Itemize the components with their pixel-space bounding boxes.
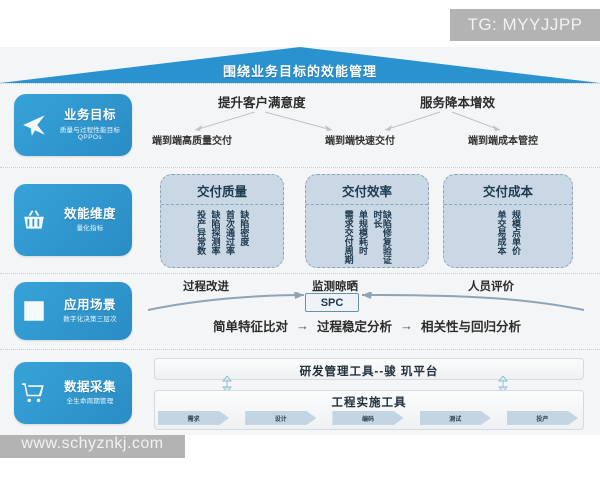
stage-label: 测试 [449,416,462,423]
paper-plane-icon [14,112,54,138]
sidebar-subtitle: 质量与过程性能目标 [59,126,121,134]
dimension-metric-list: 规模点单价 单交易成本 [444,205,572,268]
lifecycle-stage[interactable]: 测试 [419,411,491,425]
tool-bar-label: 研发管理工具--骏 玑平台 [299,365,439,378]
metric-item: 单交易成本 [496,210,507,255]
metric-item: 单规模耗时 [358,210,368,255]
dimension-title: 交付成本 [444,175,572,205]
lifecycle-stage[interactable]: 设计 [245,411,317,425]
flow-step-1: 过程稳定分析 [316,320,392,334]
basket-icon [14,207,54,233]
sidebar-title: 业务目标 [63,108,116,123]
metric-item: 投产异常数 [196,210,207,255]
goal-sub-0: 端到端高质量交付 [152,136,232,147]
metric-item: 规模点单价 [510,210,521,255]
row-data-collection: 数据采集 全生命周期管理 研发管理工具--骏 玑平台 工程实施工具 需求 设计 … [0,349,600,436]
banner-title: 围绕业务目标的效能管理 [222,64,377,79]
dimension-metric-list: 缺陷修复验证时长 单规模耗时 需求交付周期 [306,205,428,268]
metric-item: 需求交付周期 [343,210,354,264]
tool-bar-label: 工程实施工具 [331,397,407,409]
telegram-watermark: TG: MYYJJPP [450,9,600,41]
lifecycle-stage[interactable]: 投产 [506,411,579,425]
goal-sub-2: 端到端成本管控 [468,136,538,147]
dimension-card-cost[interactable]: 交付成本 规模点单价 单交易成本 [443,174,573,268]
metric-item: 缺陷探测率 [210,210,221,255]
diagram-board: 围绕业务目标的效能管理 业务目标 质量与过程性能目标 QPPOs 提升客户满意度… [0,47,600,435]
scene-label-1: 监测晾晒 [312,281,358,293]
double-arrow-icon [222,376,232,392]
sidebar-title: 效能维度 [63,207,116,222]
goal-sub-1: 端到端快速交付 [325,136,395,147]
scene-label-0: 过程改进 [183,281,229,293]
sidebar-subtitle: 数字化决策三层次 [63,316,117,324]
sidebar-item-business-goals[interactable]: 业务目标 质量与过程性能目标 QPPOs [14,94,132,156]
goal-headline-1: 服务降本增效 [420,96,496,110]
double-arrow-icon [498,376,508,392]
sidebar-item-efficiency-dimensions[interactable]: 效能维度 量化指标 [14,184,132,256]
stage-label: 设计 [274,416,287,423]
sidebar-title: 数据采集 [63,380,116,395]
sidebar-item-data-collection[interactable]: 数据采集 全生命周期管理 [14,362,132,424]
analysis-flow: 简单特征比对 → 过程稳定分析 → 相关性与回归分析 [152,316,582,335]
scene-arc-arrows [147,292,585,311]
dimension-card-quality[interactable]: 交付质量 缺陷密度 首次通过率 缺陷探测率 投产异常数 [160,174,284,268]
lifecycle-stage[interactable]: 编码 [332,411,404,425]
dimension-metric-list: 缺陷密度 首次通过率 缺陷探测率 投产异常数 [161,205,283,268]
row-efficiency-dimensions: 效能维度 量化指标 交付质量 缺陷密度 首次通过率 缺陷探测率 投产异常数 交付… [0,167,600,273]
sidebar-item-application-scenes[interactable]: 应用场景 数字化决策三层次 [14,282,132,340]
row-business-goals: 业务目标 质量与过程性能目标 QPPOs 提升客户满意度 服务降本增效 端到端高… [0,83,600,167]
goal-headline-0: 提升客户满意度 [218,96,306,110]
row-application-scenes: 应用场景 数字化决策三层次 过程改进 监测晾晒 人员评价 SPC 简单特征比对 … [0,273,600,349]
bar-chart-icon [14,298,54,324]
dimension-card-efficiency[interactable]: 交付效率 缺陷修复验证时长 单规模耗时 需求交付周期 [305,174,429,268]
shopping-cart-icon [14,380,54,406]
stage-label: 编码 [362,416,375,423]
lifecycle-stage[interactable]: 需求 [158,411,230,425]
tool-bar-rnd-platform[interactable]: 研发管理工具--骏 玑平台 [154,358,584,380]
goal-connector-lines [194,111,501,131]
metric-item: 缺陷密度 [239,210,250,246]
dimension-title: 交付效率 [306,175,428,205]
flow-arrow-icon: → [400,318,413,333]
metric-item: 首次通过率 [224,210,235,255]
dimension-title: 交付质量 [161,175,283,205]
lifecycle-stage-list: 需求 设计 编码 测试 投产 [158,411,579,426]
spc-badge[interactable]: SPC [305,293,359,312]
flow-step-0: 简单特征比对 [212,320,288,334]
sidebar-title: 应用场景 [63,298,116,313]
sidebar-subtitle: 量化指标 [76,225,104,233]
stage-label: 需求 [187,416,200,423]
scene-label-2: 人员评价 [468,281,514,293]
sidebar-subtitle-2: QPPOs [77,134,103,142]
banner: 围绕业务目标的效能管理 [0,47,600,83]
sidebar-subtitle: 全生命周期管理 [66,398,114,406]
flow-step-2: 相关性与回归分析 [421,320,522,334]
stage-label: 投产 [536,416,549,423]
metric-item: 缺陷修复验证时长 [372,210,392,264]
flow-arrow-icon: → [295,318,309,333]
